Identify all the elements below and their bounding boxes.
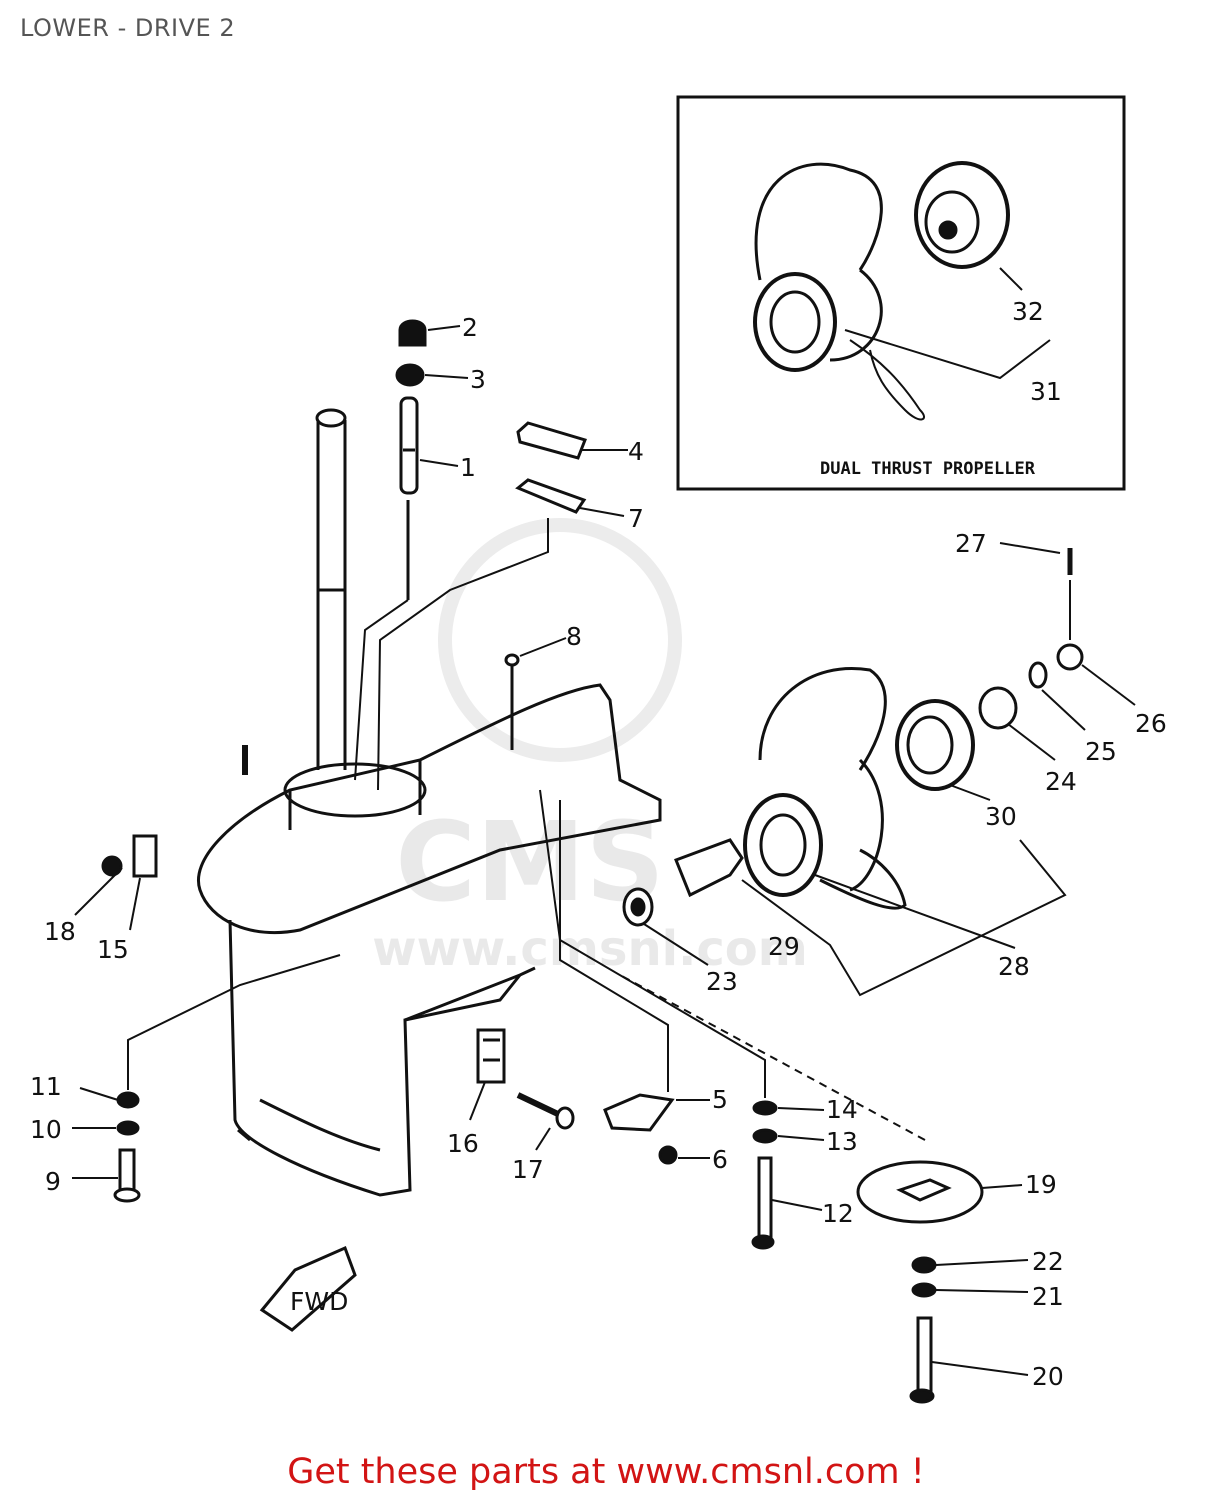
callout-30: 30 xyxy=(985,802,1017,831)
callout-9: 9 xyxy=(45,1167,61,1196)
callout-24: 24 xyxy=(1045,767,1077,796)
callout-leaders xyxy=(72,325,1136,1376)
callout-19: 19 xyxy=(1025,1170,1057,1199)
callout-8: 8 xyxy=(566,622,582,651)
callout-22: 22 xyxy=(1032,1247,1064,1276)
callout-3: 3 xyxy=(470,365,486,394)
callout-26: 26 xyxy=(1135,709,1167,738)
inset-label: DUAL THRUST PROPELLER xyxy=(820,459,1036,479)
callout-25: 25 xyxy=(1085,737,1117,766)
watermark-logo-text: CMS xyxy=(395,798,664,926)
callout-4: 4 xyxy=(628,437,644,466)
callout-31: 31 xyxy=(1030,377,1062,406)
callout-18: 18 xyxy=(44,917,76,946)
callout-15: 15 xyxy=(97,935,129,964)
callout-17: 17 xyxy=(512,1155,544,1184)
small-parts xyxy=(101,319,1084,1404)
footer-parts-link[interactable]: Get these parts at www.cmsnl.com ! xyxy=(287,1452,925,1492)
callout-20: 20 xyxy=(1032,1362,1064,1391)
callout-14: 14 xyxy=(826,1095,858,1124)
watermark-url-text: www.cmsnl.com xyxy=(372,921,808,977)
callout-28: 28 xyxy=(998,952,1030,981)
callout-1: 1 xyxy=(460,453,476,482)
page-title: LOWER - DRIVE 2 xyxy=(20,14,236,42)
callout-13: 13 xyxy=(826,1127,858,1156)
callout-27: 27 xyxy=(955,529,987,558)
callout-16: 16 xyxy=(447,1129,479,1158)
callout-11: 11 xyxy=(30,1072,62,1101)
callout-7: 7 xyxy=(628,504,644,533)
callout-12: 12 xyxy=(822,1199,854,1228)
callout-29: 29 xyxy=(768,932,800,961)
watermark: CMS www.cmsnl.com xyxy=(372,518,808,977)
lower-casing xyxy=(197,408,662,1197)
callout-21: 21 xyxy=(1032,1282,1064,1311)
fwd-label: FWD xyxy=(290,1287,348,1316)
callout-5: 5 xyxy=(712,1085,728,1114)
callout-labels: 2 3 1 4 7 8 18 15 11 10 9 16 17 5 6 14 1… xyxy=(30,313,1167,1391)
callout-10: 10 xyxy=(30,1115,62,1144)
callout-23: 23 xyxy=(706,967,738,996)
callout-2: 2 xyxy=(462,313,478,342)
callout-6: 6 xyxy=(712,1145,728,1174)
inset-dual-thrust-propeller xyxy=(676,95,1126,491)
callout-32: 32 xyxy=(1012,297,1044,326)
